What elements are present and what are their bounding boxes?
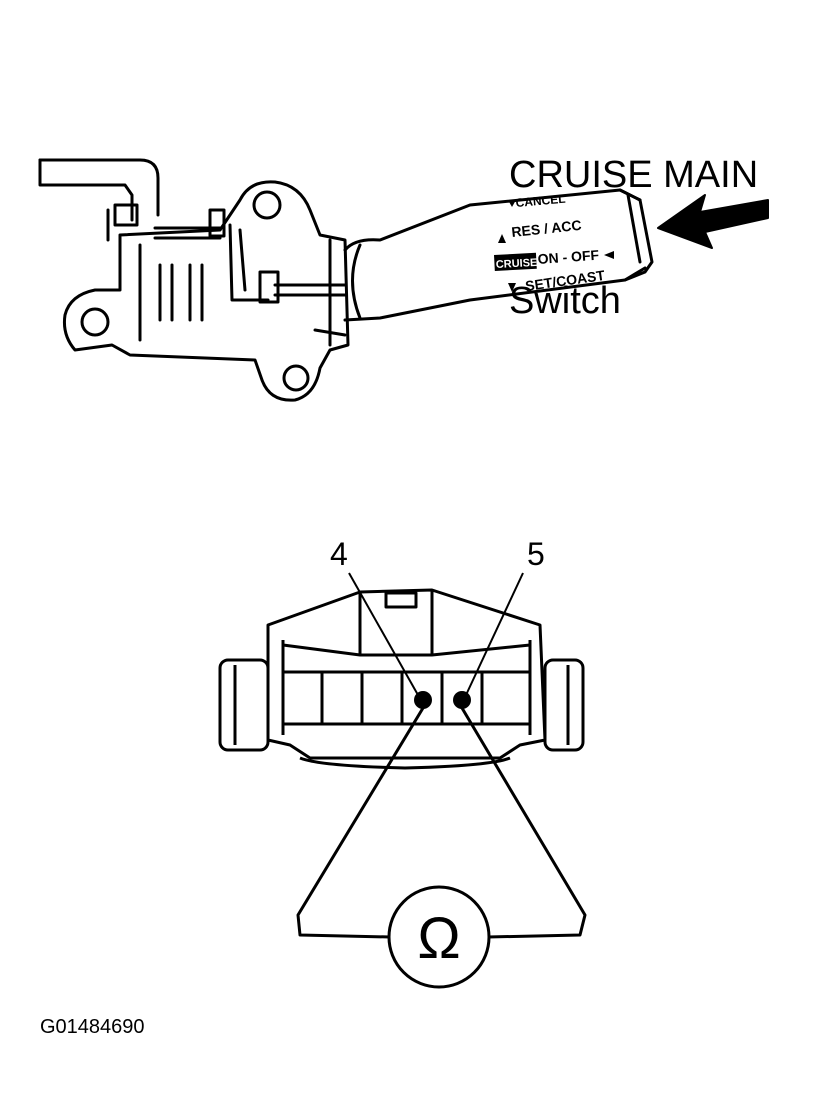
cruise-badge — [494, 252, 537, 271]
terminal-5-label: 5 — [527, 536, 545, 572]
terminal-4-pin — [414, 691, 432, 709]
diagram-title: CRUISE MAIN Switch — [509, 70, 758, 406]
ohm-symbol-icon: Ω — [417, 906, 460, 971]
down-arrow-icon — [508, 283, 516, 292]
cruise-badge-text: CRUISE — [496, 257, 538, 271]
figure-id: G01484690 — [40, 1016, 145, 1038]
title-line-1: CRUISE MAIN — [509, 154, 759, 196]
up-arrow-icon — [498, 234, 506, 243]
probe-lead-right — [460, 707, 587, 939]
down-arrow-icon — [508, 200, 516, 207]
set-coast-label: SET/COAST — [524, 267, 606, 294]
push-arrow-icon — [657, 194, 769, 249]
connector — [218, 588, 585, 770]
cancel-label: CANCEL — [515, 192, 566, 210]
probe-lead-left — [296, 707, 425, 939]
left-arrow-icon — [604, 251, 614, 259]
terminal-4-label: 4 — [330, 536, 348, 572]
leader-line-4 — [348, 572, 419, 696]
ohmmeter — [387, 885, 491, 989]
cruise-switch-assembly — [38, 158, 654, 402]
lever-labels: CANCEL RES / ACC CRUISE ON - OFF SET/COA… — [494, 192, 614, 294]
on-off-label: ON - OFF — [537, 247, 600, 267]
leader-line-5 — [465, 572, 524, 696]
terminal-5-pin — [453, 691, 471, 709]
res-acc-label: RES / ACC — [511, 217, 583, 240]
